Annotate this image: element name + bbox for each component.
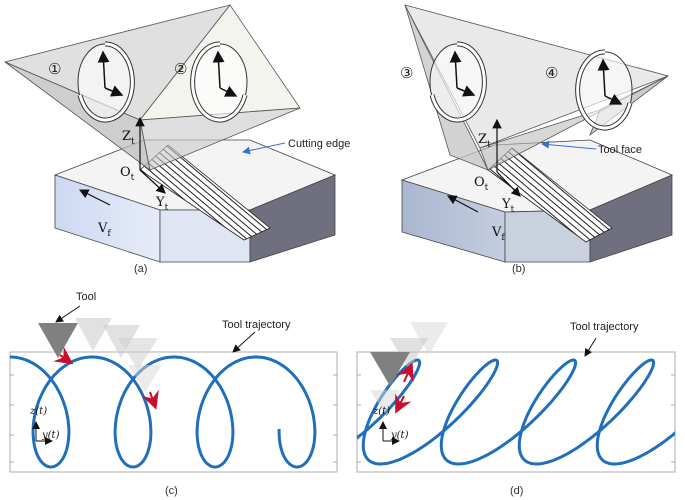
label-tool-face: Tool face (598, 144, 642, 156)
label-trajectory-c: Tool trajectory (222, 319, 291, 331)
label-ot-a: Ot (120, 165, 135, 183)
direction-arrow-d-2 (395, 393, 412, 414)
z-axis-label-d: z(t) (372, 406, 390, 417)
caption-d: (d) (510, 485, 523, 497)
mini-axes-c: z(t) y(t) (29, 406, 60, 445)
label-yt-b: Yt (501, 197, 515, 215)
tool-leader-c (55, 305, 81, 323)
marker-1: ① (48, 60, 61, 78)
label-cutting-edge: Cutting edge (288, 138, 350, 150)
caption-c: (c) (165, 485, 178, 497)
tool-triangle-c-5 (128, 365, 162, 392)
tool-trajectory-d (357, 358, 675, 466)
direction-arrow-c-1 (53, 346, 74, 365)
rotation-clock-2 (190, 41, 248, 123)
feed-arrow-b (446, 195, 479, 213)
axis-y-b (496, 171, 521, 197)
rotation-clock-3 (429, 41, 487, 123)
label-zt-a: Zt (122, 129, 135, 147)
cutting-edge-leader (242, 142, 286, 155)
tool-triangle-d-2 (390, 338, 428, 370)
y-axis-label-d: y(t) (390, 430, 409, 441)
axis-y-a (139, 169, 166, 194)
block-right (249, 174, 336, 263)
y-axis-label-c: y(t) (41, 430, 60, 441)
label-yt-a: Yt (155, 195, 169, 213)
panel-d: Tool trajectory z(t) y(t) (d) (356, 321, 676, 497)
label-tool: Tool (76, 291, 96, 303)
tool-triangle-d-3 (370, 352, 410, 386)
rotation-clock-4 (575, 49, 633, 131)
mini-axes-d: z(t) y(t) (372, 406, 409, 445)
direction-arrow-c-2 (141, 389, 159, 410)
rotation-clock-1 (77, 41, 135, 123)
ticks-c (10, 374, 337, 463)
tool-triangle-d-1 (410, 322, 448, 355)
label-ot-b: Ot (474, 175, 489, 193)
block-right-b (589, 174, 673, 263)
tool-triangle-c-1 (38, 323, 78, 358)
plot-frame-d (356, 351, 676, 473)
caption-b: (b) (512, 263, 525, 275)
label-vf-b: Vf (491, 225, 505, 243)
tool-face-leader (541, 140, 597, 150)
label-trajectory-d: Tool trajectory (570, 321, 639, 333)
marker-2: ② (174, 60, 187, 78)
tool-triangle-c-2 (75, 318, 112, 351)
tool-triangle-d-4 (370, 390, 400, 414)
marker-4: ④ (545, 64, 558, 82)
z-axis-label-c: z(t) (29, 406, 47, 417)
label-vf-a: Vf (97, 221, 111, 239)
trajectory-leader-d (584, 337, 597, 357)
tool-trajectory-c (10, 355, 317, 469)
feed-arrow-a (78, 189, 111, 206)
caption-a: (a) (134, 263, 147, 275)
trajectory-leader-c (232, 331, 256, 353)
tool-triangle-c-4 (118, 338, 158, 370)
panel-a: ① ② Zt Ot Yt Vf Cutting edge (a) (3, 4, 350, 275)
label-zt-b: Zt (478, 132, 491, 150)
direction-arrow-d-1 (397, 362, 414, 383)
panel-c: Tool Tool trajectory z(t) y(t) (c) (9, 291, 338, 497)
panel-b: ③ ④ Zt Ot Yt Vf Tool face (b) (400, 4, 674, 275)
marker-3: ③ (400, 64, 413, 82)
